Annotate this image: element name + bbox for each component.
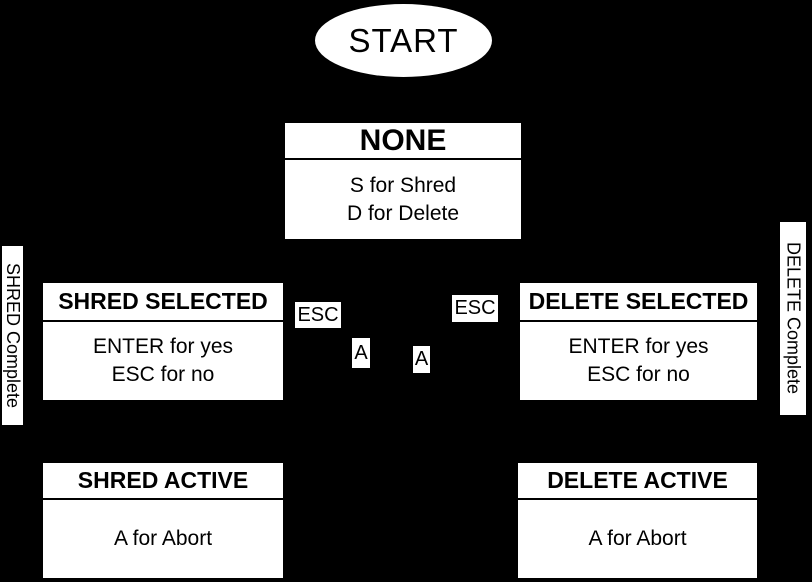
node-line: D for Delete [346,201,460,225]
node-title-delete-selected: DELETE SELECTED [520,283,757,322]
edge-label-abort-left: A [352,338,370,368]
state-node-delete-selected: DELETE SELECTED ENTER for yes ESC for no [520,283,757,400]
node-title-delete-active: DELETE ACTIVE [518,463,757,500]
node-line: ESC for no [111,363,215,386]
node-title-shred-active: SHRED ACTIVE [43,463,283,500]
node-title-shred-selected: SHRED SELECTED [43,283,283,322]
node-body-delete-active: A for Abort [518,500,757,578]
edge-label-esc-right: ESC [452,295,498,322]
node-line: ESC for no [587,363,690,386]
edge-label-delete-complete: DELETE Complete [780,222,806,415]
node-body-shred-active: A for Abort [43,500,283,578]
state-node-none: NONE S for Shred D for Delete [285,123,521,239]
node-body-delete-selected: ENTER for yes ESC for no [520,322,757,400]
state-node-delete-active: DELETE ACTIVE A for Abort [518,463,757,578]
node-line: ENTER for yes [92,335,234,358]
start-node: START [315,4,492,77]
node-body-none: S for Shred D for Delete [285,160,521,239]
node-line: A for Abort [588,527,687,550]
state-node-shred-active: SHRED ACTIVE A for Abort [43,463,283,578]
edge-label-shred-complete: SHRED Complete [2,246,23,425]
start-node-label: START [348,21,459,59]
edge-label-abort-right: A [413,346,430,373]
edge-label-esc-left: ESC [295,302,341,328]
node-body-shred-selected: ENTER for yes ESC for no [43,322,283,400]
node-line: S for Shred [349,173,457,197]
node-title-none: NONE [285,123,521,160]
state-node-shred-selected: SHRED SELECTED ENTER for yes ESC for no [43,283,283,400]
node-line: ENTER for yes [568,335,709,358]
node-line: A for Abort [113,527,213,550]
